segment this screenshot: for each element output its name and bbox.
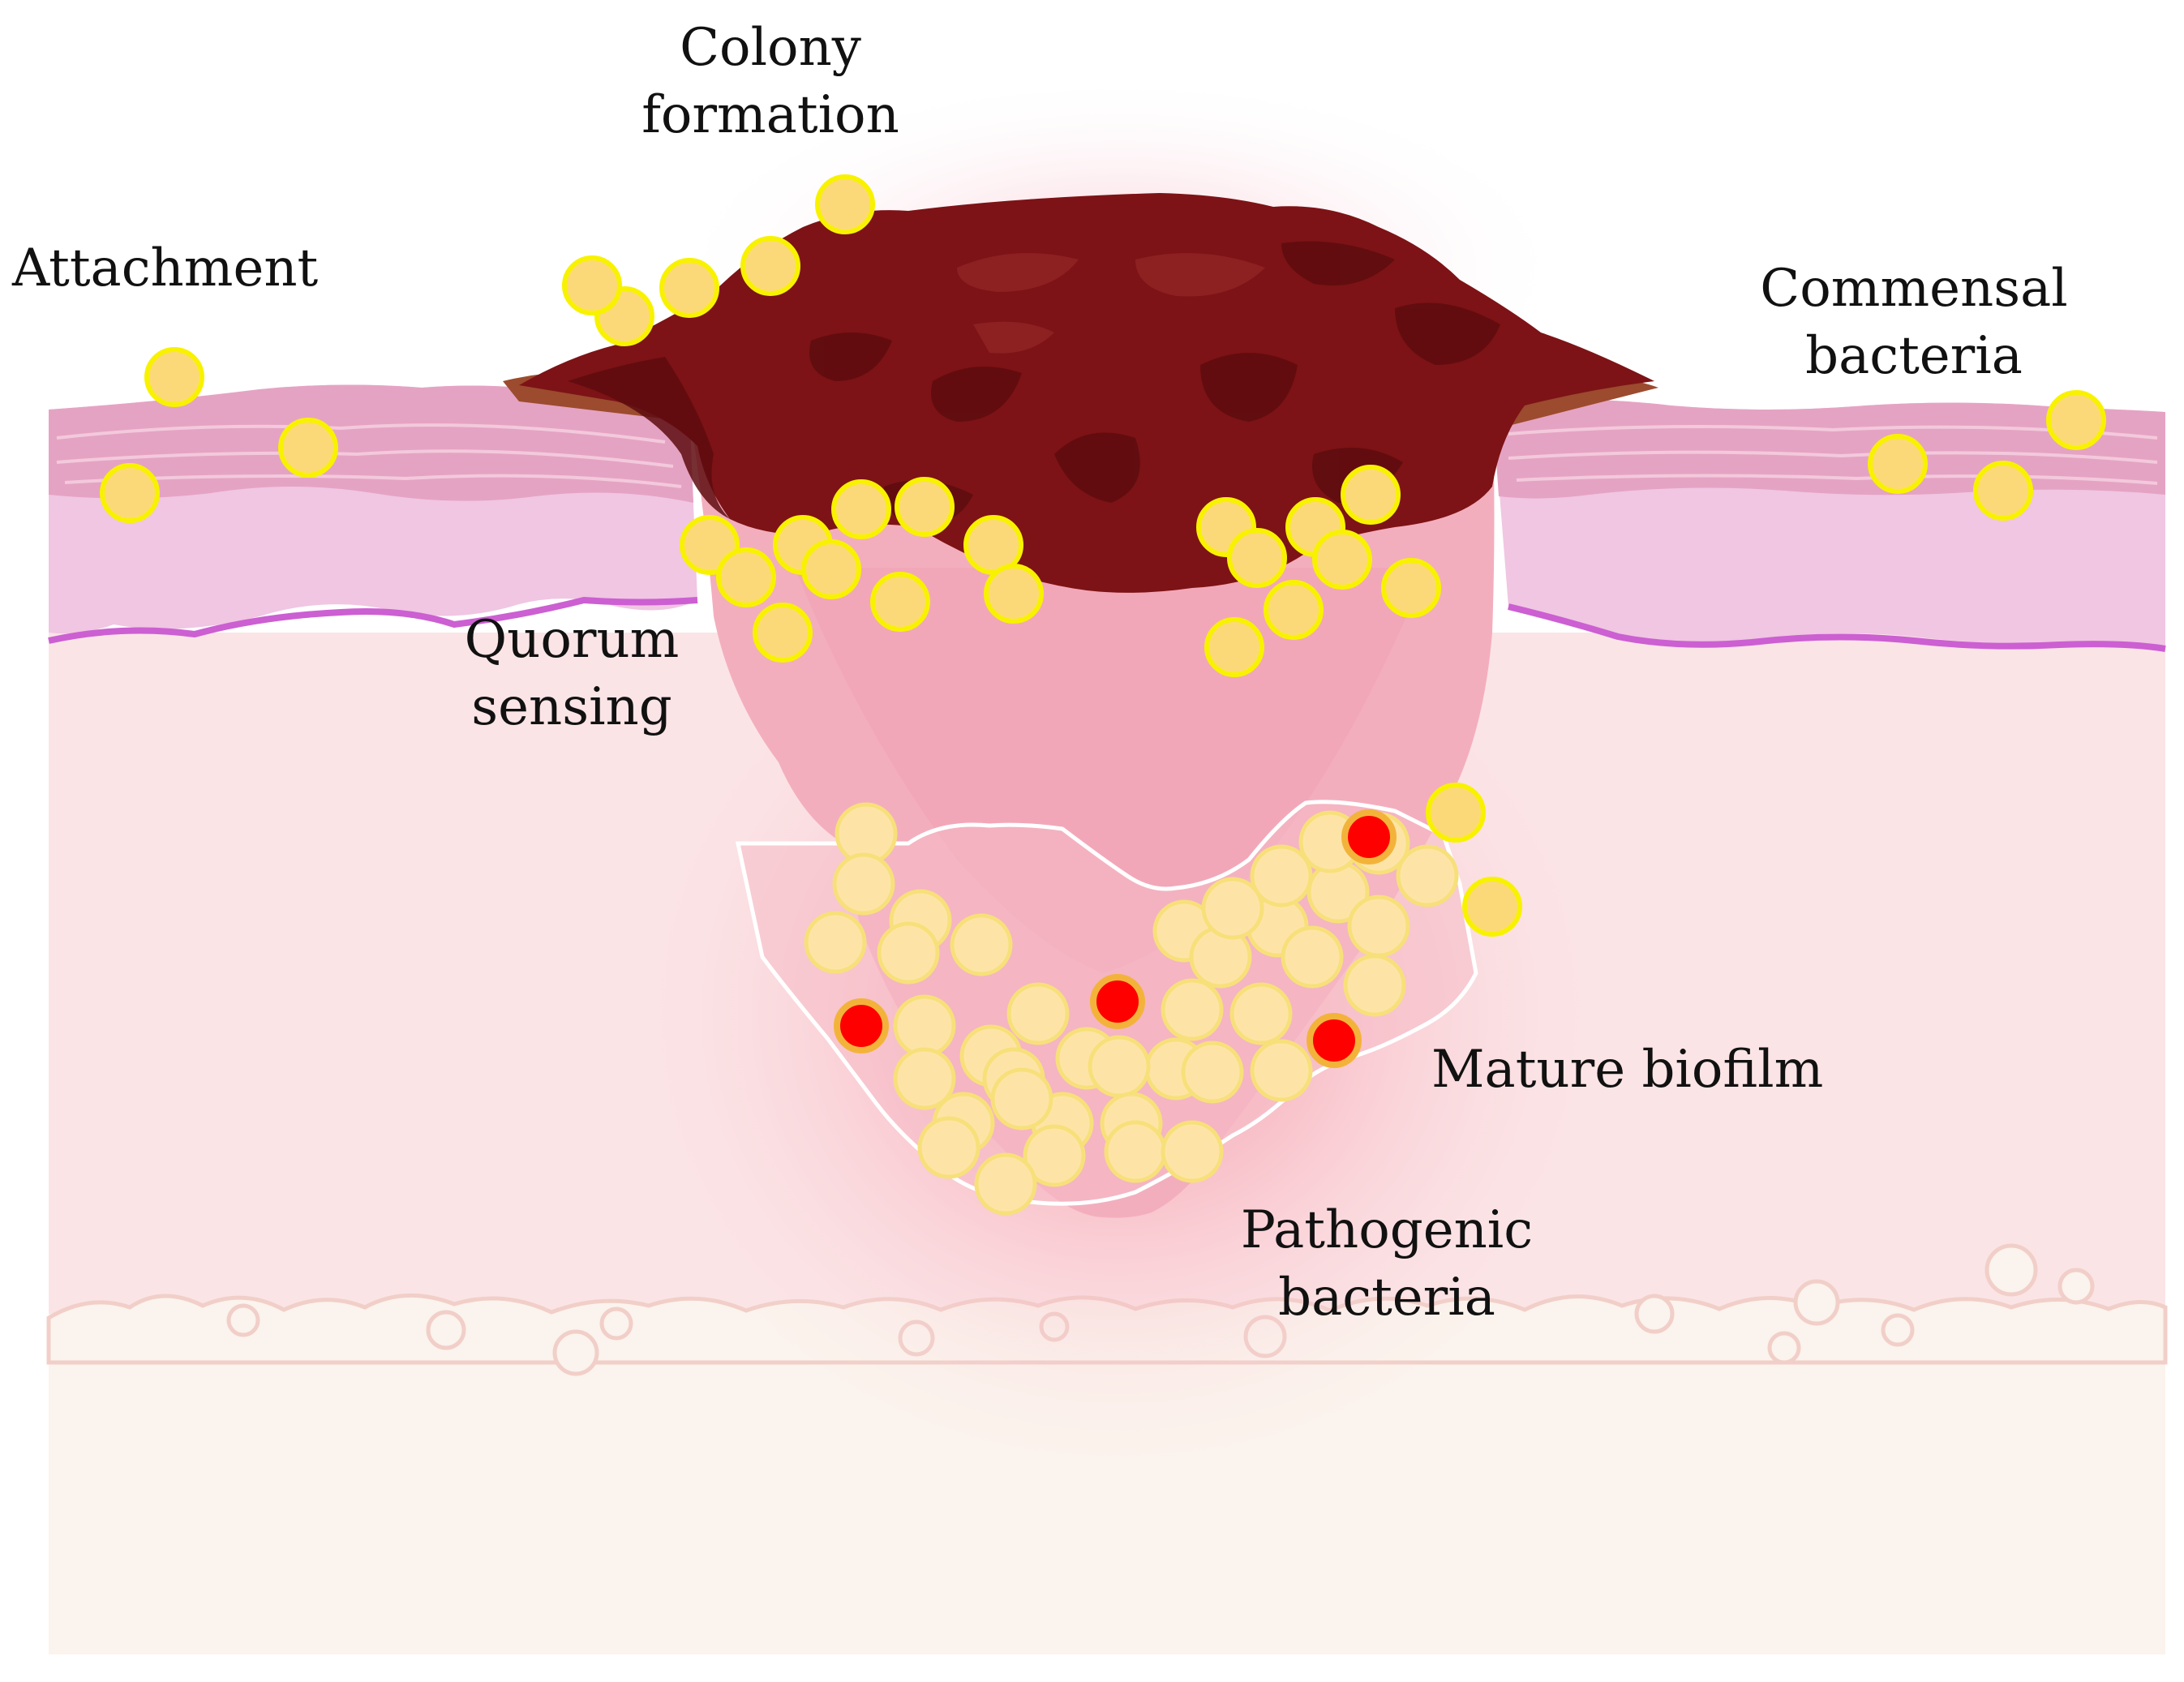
biofilm-bacterium xyxy=(893,1047,956,1110)
label-commensal-bacteria-line1: Commensal xyxy=(1760,259,2068,319)
label-pathogenic-bacteria-line1: Pathogenic xyxy=(1240,1200,1534,1260)
label-pathogenic-bacteria: Pathogenic bacteria xyxy=(1216,1197,1557,1332)
commensal-bacterium xyxy=(144,347,204,407)
pathogenic-bacteria xyxy=(834,809,1397,1068)
label-quorum-sensing-line2: sensing xyxy=(471,677,672,738)
commensal-bacterium xyxy=(1462,877,1522,937)
biofilm-bacterium xyxy=(893,994,956,1058)
commensal-bacterium xyxy=(100,463,160,523)
commensal-bacterium xyxy=(815,174,875,234)
biofilm-bacteria xyxy=(804,802,1459,1216)
biofilm-bacterium xyxy=(974,1152,1037,1216)
label-mature-biofilm: Mature biofilm xyxy=(1431,1036,1853,1104)
biofilm-bacterium xyxy=(1006,982,1070,1045)
commensal-bacterium xyxy=(1227,528,1287,588)
commensal-bacterium xyxy=(1381,558,1441,618)
commensal-bacterium xyxy=(895,477,955,537)
pathogenic-bacterium xyxy=(1341,809,1397,865)
biofilm-bacterium xyxy=(1347,895,1410,958)
biofilm-bacterium xyxy=(1250,844,1313,908)
commensal-bacterium xyxy=(2046,390,2106,450)
commensal-bacterium xyxy=(278,418,338,478)
biofilm-bacterium xyxy=(877,921,940,985)
epidermis-left-lines xyxy=(56,423,682,488)
biofilm-bacterium xyxy=(1396,844,1459,908)
label-quorum-sensing: Quorum sensing xyxy=(442,607,702,741)
pathogenic-bacterium xyxy=(1090,974,1145,1029)
pathogenic-bacterium xyxy=(1307,1013,1362,1068)
label-colony-formation: Colony formation xyxy=(641,15,900,149)
commensal-bacterium xyxy=(1204,617,1264,677)
label-mature-biofilm-line1: Mature biofilm xyxy=(1431,1040,1824,1100)
label-commensal-bacteria-line2: bacteria xyxy=(1805,326,2023,387)
basement-line-right xyxy=(1508,603,2166,652)
commensal-bacteria xyxy=(100,174,2106,937)
pathogenic-bacterium xyxy=(834,998,889,1053)
label-commensal-bacteria: Commensal bacteria xyxy=(1744,255,2084,390)
commensal-bacterium xyxy=(1973,461,2033,521)
biofilm-bacterium xyxy=(1104,1120,1167,1183)
label-quorum-sensing-line1: Quorum xyxy=(464,610,680,670)
label-attachment-line1: Attachment xyxy=(12,238,319,298)
biofilm-bacterium xyxy=(804,911,867,974)
biofilm-bacterium xyxy=(832,852,895,916)
epidermis-left-top xyxy=(49,384,693,503)
commensal-bacterium xyxy=(1312,530,1372,590)
biofilm-bacterium xyxy=(1161,1120,1224,1183)
scab-highlights xyxy=(957,253,1265,354)
commensal-bacterium xyxy=(1426,783,1486,843)
commensal-bacterium xyxy=(984,564,1044,624)
commensal-bacterium xyxy=(1868,434,1928,494)
biofilm-bacterium xyxy=(1161,978,1224,1041)
commensal-bacterium xyxy=(1341,465,1401,525)
commensal-bacterium xyxy=(1264,580,1324,640)
biofilm-bacterium xyxy=(1250,1039,1313,1102)
commensal-bacterium xyxy=(562,255,622,315)
label-attachment: Attachment xyxy=(12,235,337,303)
biofilm-bacterium xyxy=(1181,1041,1244,1104)
label-colony-formation-line1: Colony xyxy=(680,18,861,78)
biofilm-bacterium xyxy=(990,1067,1053,1131)
label-colony-formation-line2: formation xyxy=(641,85,899,146)
commensal-bacterium xyxy=(870,572,930,632)
wound-bed-inner xyxy=(795,568,1427,973)
biofilm-bacterium xyxy=(1088,1035,1151,1098)
commensal-bacterium xyxy=(716,547,776,607)
biofilm-bacterium xyxy=(1023,1124,1086,1187)
commensal-bacterium xyxy=(801,539,861,599)
basement-line-left xyxy=(48,596,698,644)
biofilm-bacterium xyxy=(917,1116,980,1179)
commensal-bacterium xyxy=(831,479,891,539)
biofilm-bacterium xyxy=(1201,877,1264,940)
biofilm-bacterium xyxy=(1229,982,1293,1045)
commensal-bacterium xyxy=(659,258,719,318)
label-pathogenic-bacteria-line2: bacteria xyxy=(1278,1268,1495,1328)
biofilm-bacterium xyxy=(950,913,1013,976)
biofilm-bacterium xyxy=(1281,925,1344,989)
biofilm-bacterium xyxy=(1343,954,1406,1017)
commensal-bacterium xyxy=(753,603,813,663)
commensal-bacterium xyxy=(740,236,800,296)
